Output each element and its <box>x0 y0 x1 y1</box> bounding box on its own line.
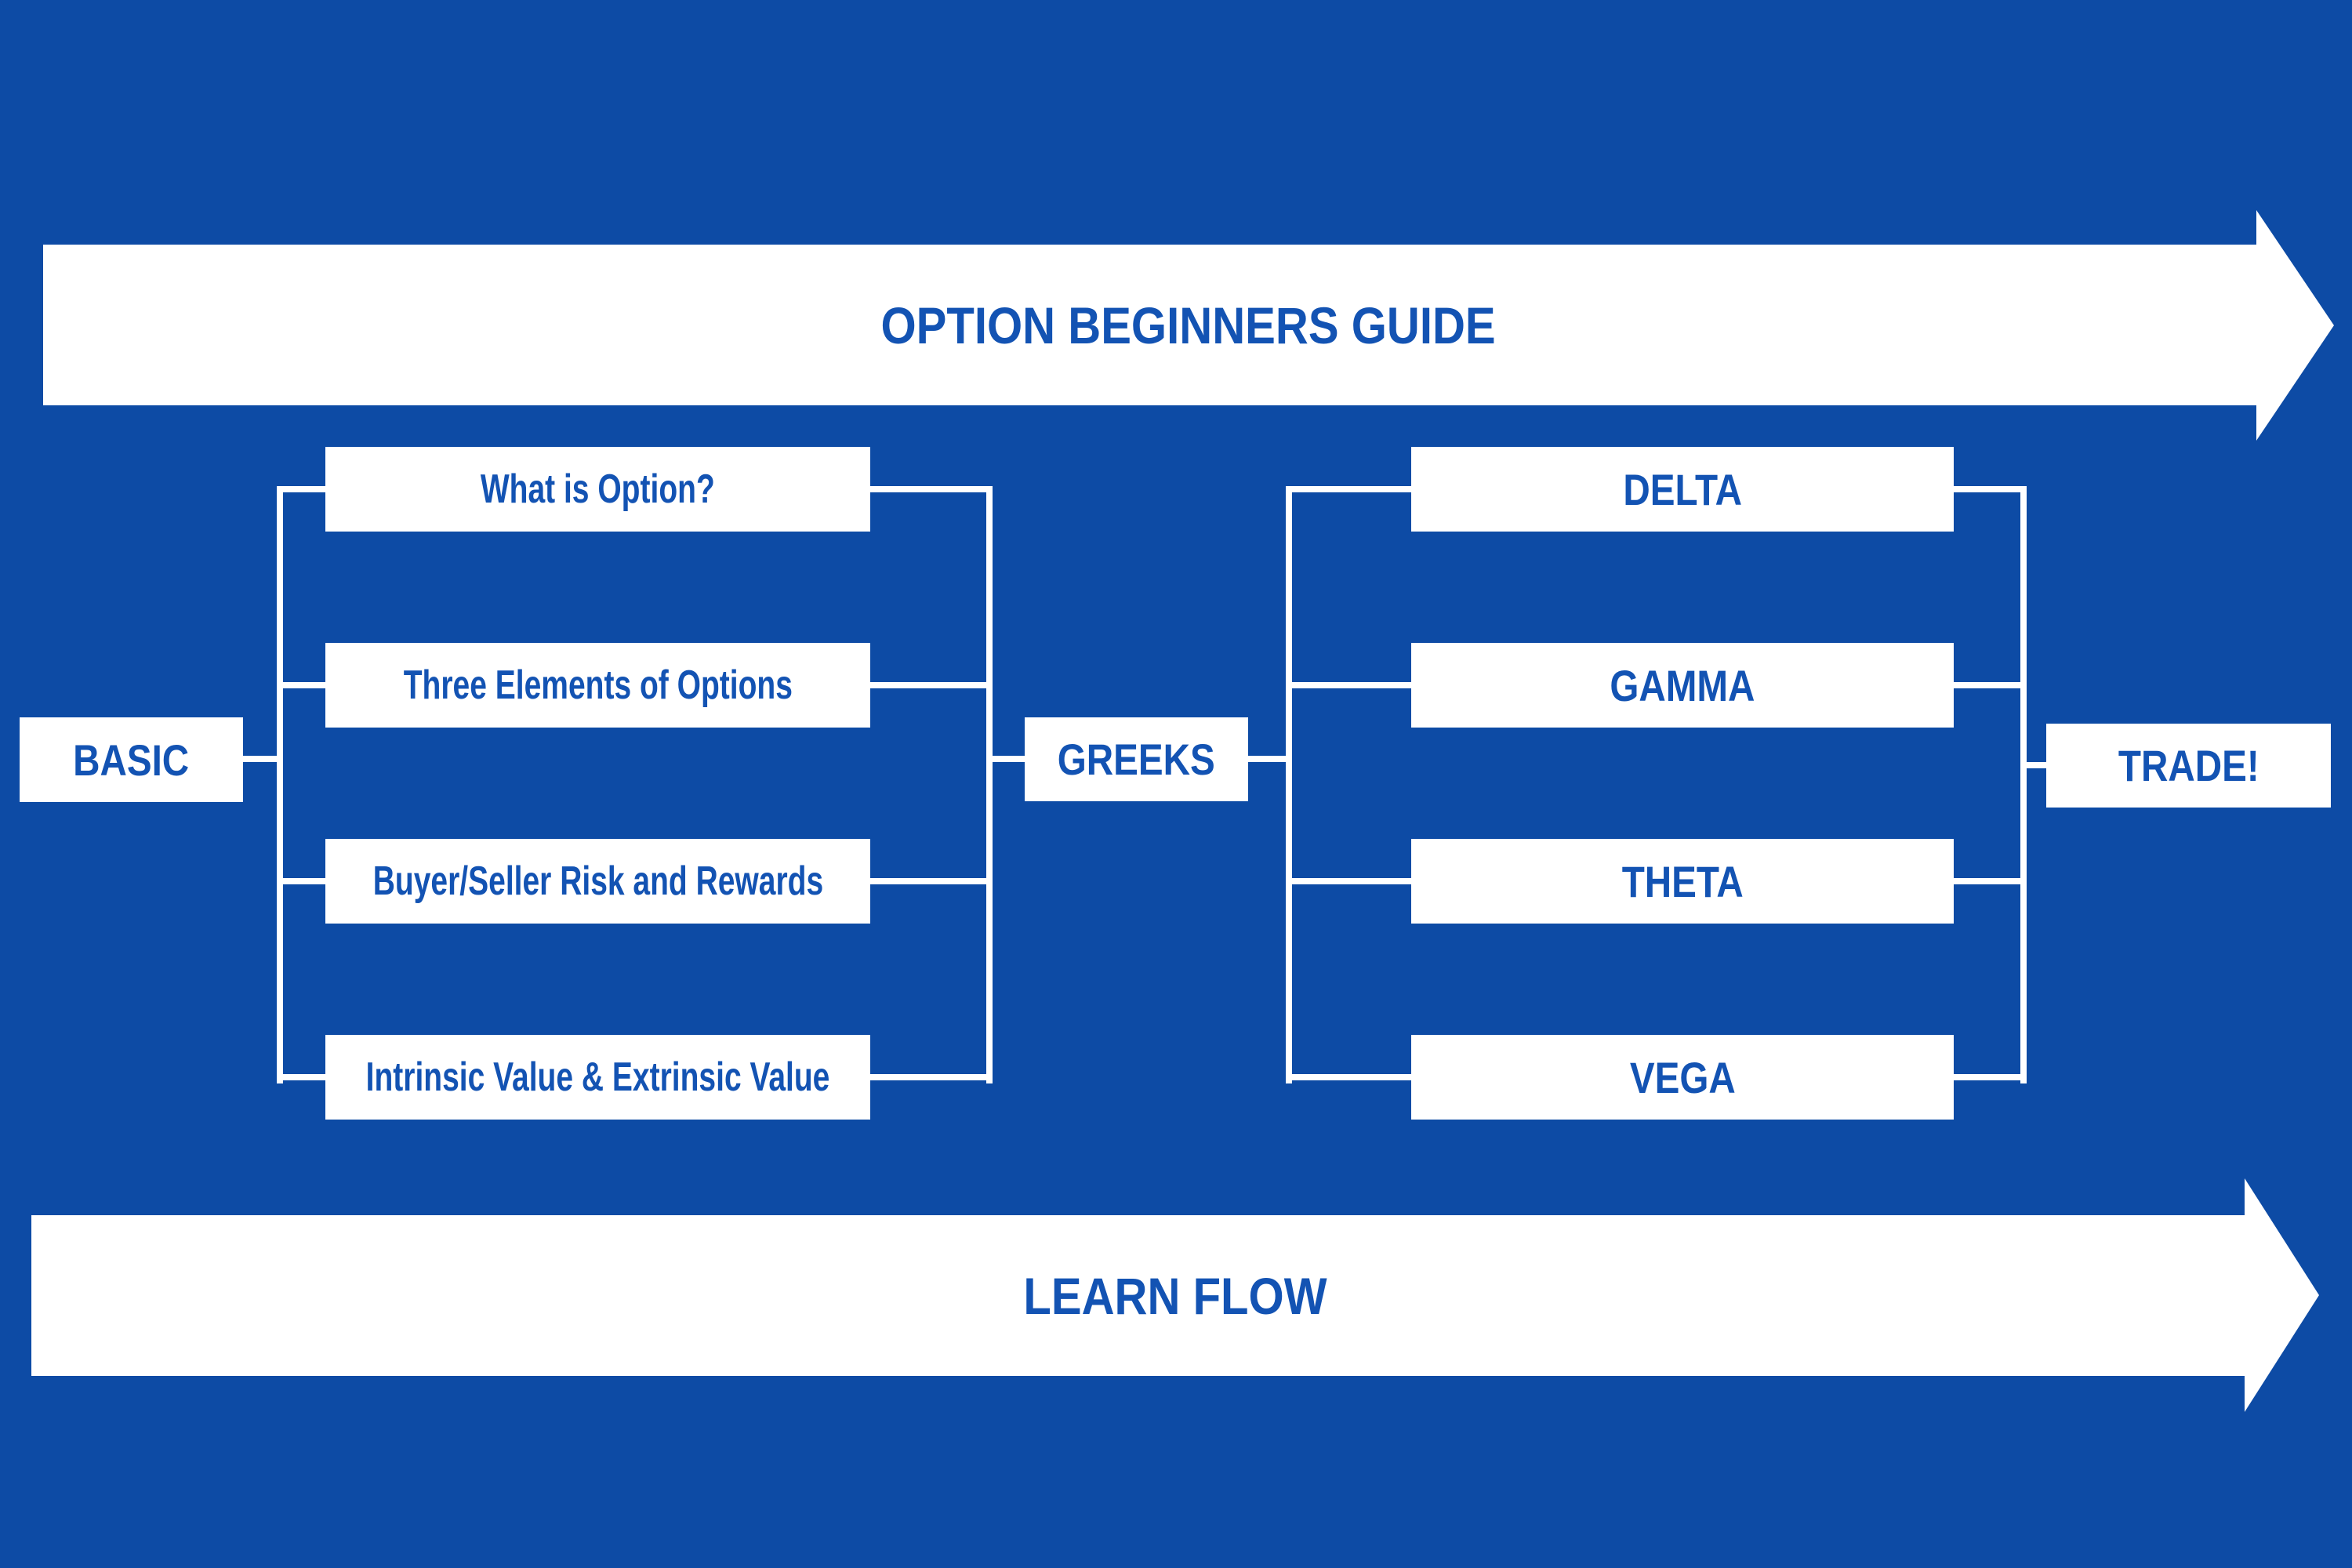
stub-left-row4 <box>277 1074 325 1080</box>
stub-right-group-out-row2 <box>1954 682 2020 688</box>
connector-bracket-to-greeks <box>993 756 1025 762</box>
connector-bracket-to-trade <box>2027 762 2046 768</box>
node-intrinsic-extrinsic-value: Intrinsic Value & Extrinsic Value <box>325 1035 870 1120</box>
stub-left-group-out-row3 <box>870 878 986 884</box>
stub-right-group-in-row2 <box>1292 682 1411 688</box>
stub-left-row3 <box>277 878 325 884</box>
stub-left-row2 <box>277 682 325 688</box>
node-delta: DELTA <box>1411 447 1954 532</box>
node-what-is-option: What is Option? <box>325 447 870 532</box>
node-what-is-option-label: What is Option? <box>481 466 715 512</box>
node-vega-label: VEGA <box>1629 1052 1736 1102</box>
node-trade-label: TRADE! <box>2118 741 2259 790</box>
node-buyer-seller-label: Buyer/Seller Risk and Rewards <box>372 858 823 904</box>
connector-greeks-to-bracket <box>1248 756 1286 762</box>
node-three-elements-of-options: Three Elements of Options <box>325 643 870 728</box>
bracket-greek-topics-right <box>2020 486 2027 1083</box>
node-gamma-label: GAMMA <box>1610 660 1755 710</box>
node-basic-label: BASIC <box>73 735 190 785</box>
top-banner-title-text: OPTION BEGINNERS GUIDE <box>880 296 1497 354</box>
node-intrinsic-extrinsic-label: Intrinsic Value & Extrinsic Value <box>365 1054 830 1100</box>
node-theta-label: THETA <box>1621 856 1744 906</box>
stub-left-row1 <box>277 486 325 492</box>
node-greeks-label: GREEKS <box>1057 735 1216 784</box>
node-theta: THETA <box>1411 839 1954 924</box>
stub-right-group-out-row1 <box>1954 486 2020 492</box>
stub-right-group-in-row3 <box>1292 878 1411 884</box>
node-delta-label: DELTA <box>1623 464 1742 514</box>
bracket-greek-topics-left <box>1286 486 1292 1083</box>
node-basic: BASIC <box>20 717 243 802</box>
stub-right-group-out-row4 <box>1954 1074 2020 1080</box>
connector-basic-to-bracket <box>243 756 283 762</box>
node-greeks: GREEKS <box>1025 717 1248 801</box>
stub-left-group-out-row4 <box>870 1074 986 1080</box>
bracket-basic-topics-right <box>986 486 993 1083</box>
stub-right-group-in-row1 <box>1292 486 1411 492</box>
bottom-banner-arrow-body <box>31 1215 2245 1376</box>
top-banner-arrow-head <box>2256 210 2336 441</box>
bottom-banner-title: LEARN FLOW <box>31 1215 2319 1376</box>
bottom-banner-arrow-head <box>2245 1178 2321 1412</box>
top-banner-title: OPTION BEGINNERS GUIDE <box>43 245 2334 405</box>
stub-right-group-out-row3 <box>1954 878 2020 884</box>
node-buyer-seller-risk-rewards: Buyer/Seller Risk and Rewards <box>325 839 870 924</box>
stub-left-group-out-row1 <box>870 486 986 492</box>
stub-left-group-out-row2 <box>870 682 986 688</box>
node-gamma: GAMMA <box>1411 643 1954 728</box>
bracket-basic-topics-left <box>277 486 283 1083</box>
node-three-elements-label: Three Elements of Options <box>403 662 793 708</box>
stub-right-group-in-row4 <box>1292 1074 1411 1080</box>
node-vega: VEGA <box>1411 1035 1954 1120</box>
node-trade: TRADE! <box>2046 724 2331 808</box>
top-banner-arrow-body <box>43 245 2256 405</box>
bottom-banner-title-text: LEARN FLOW <box>1023 1266 1327 1325</box>
